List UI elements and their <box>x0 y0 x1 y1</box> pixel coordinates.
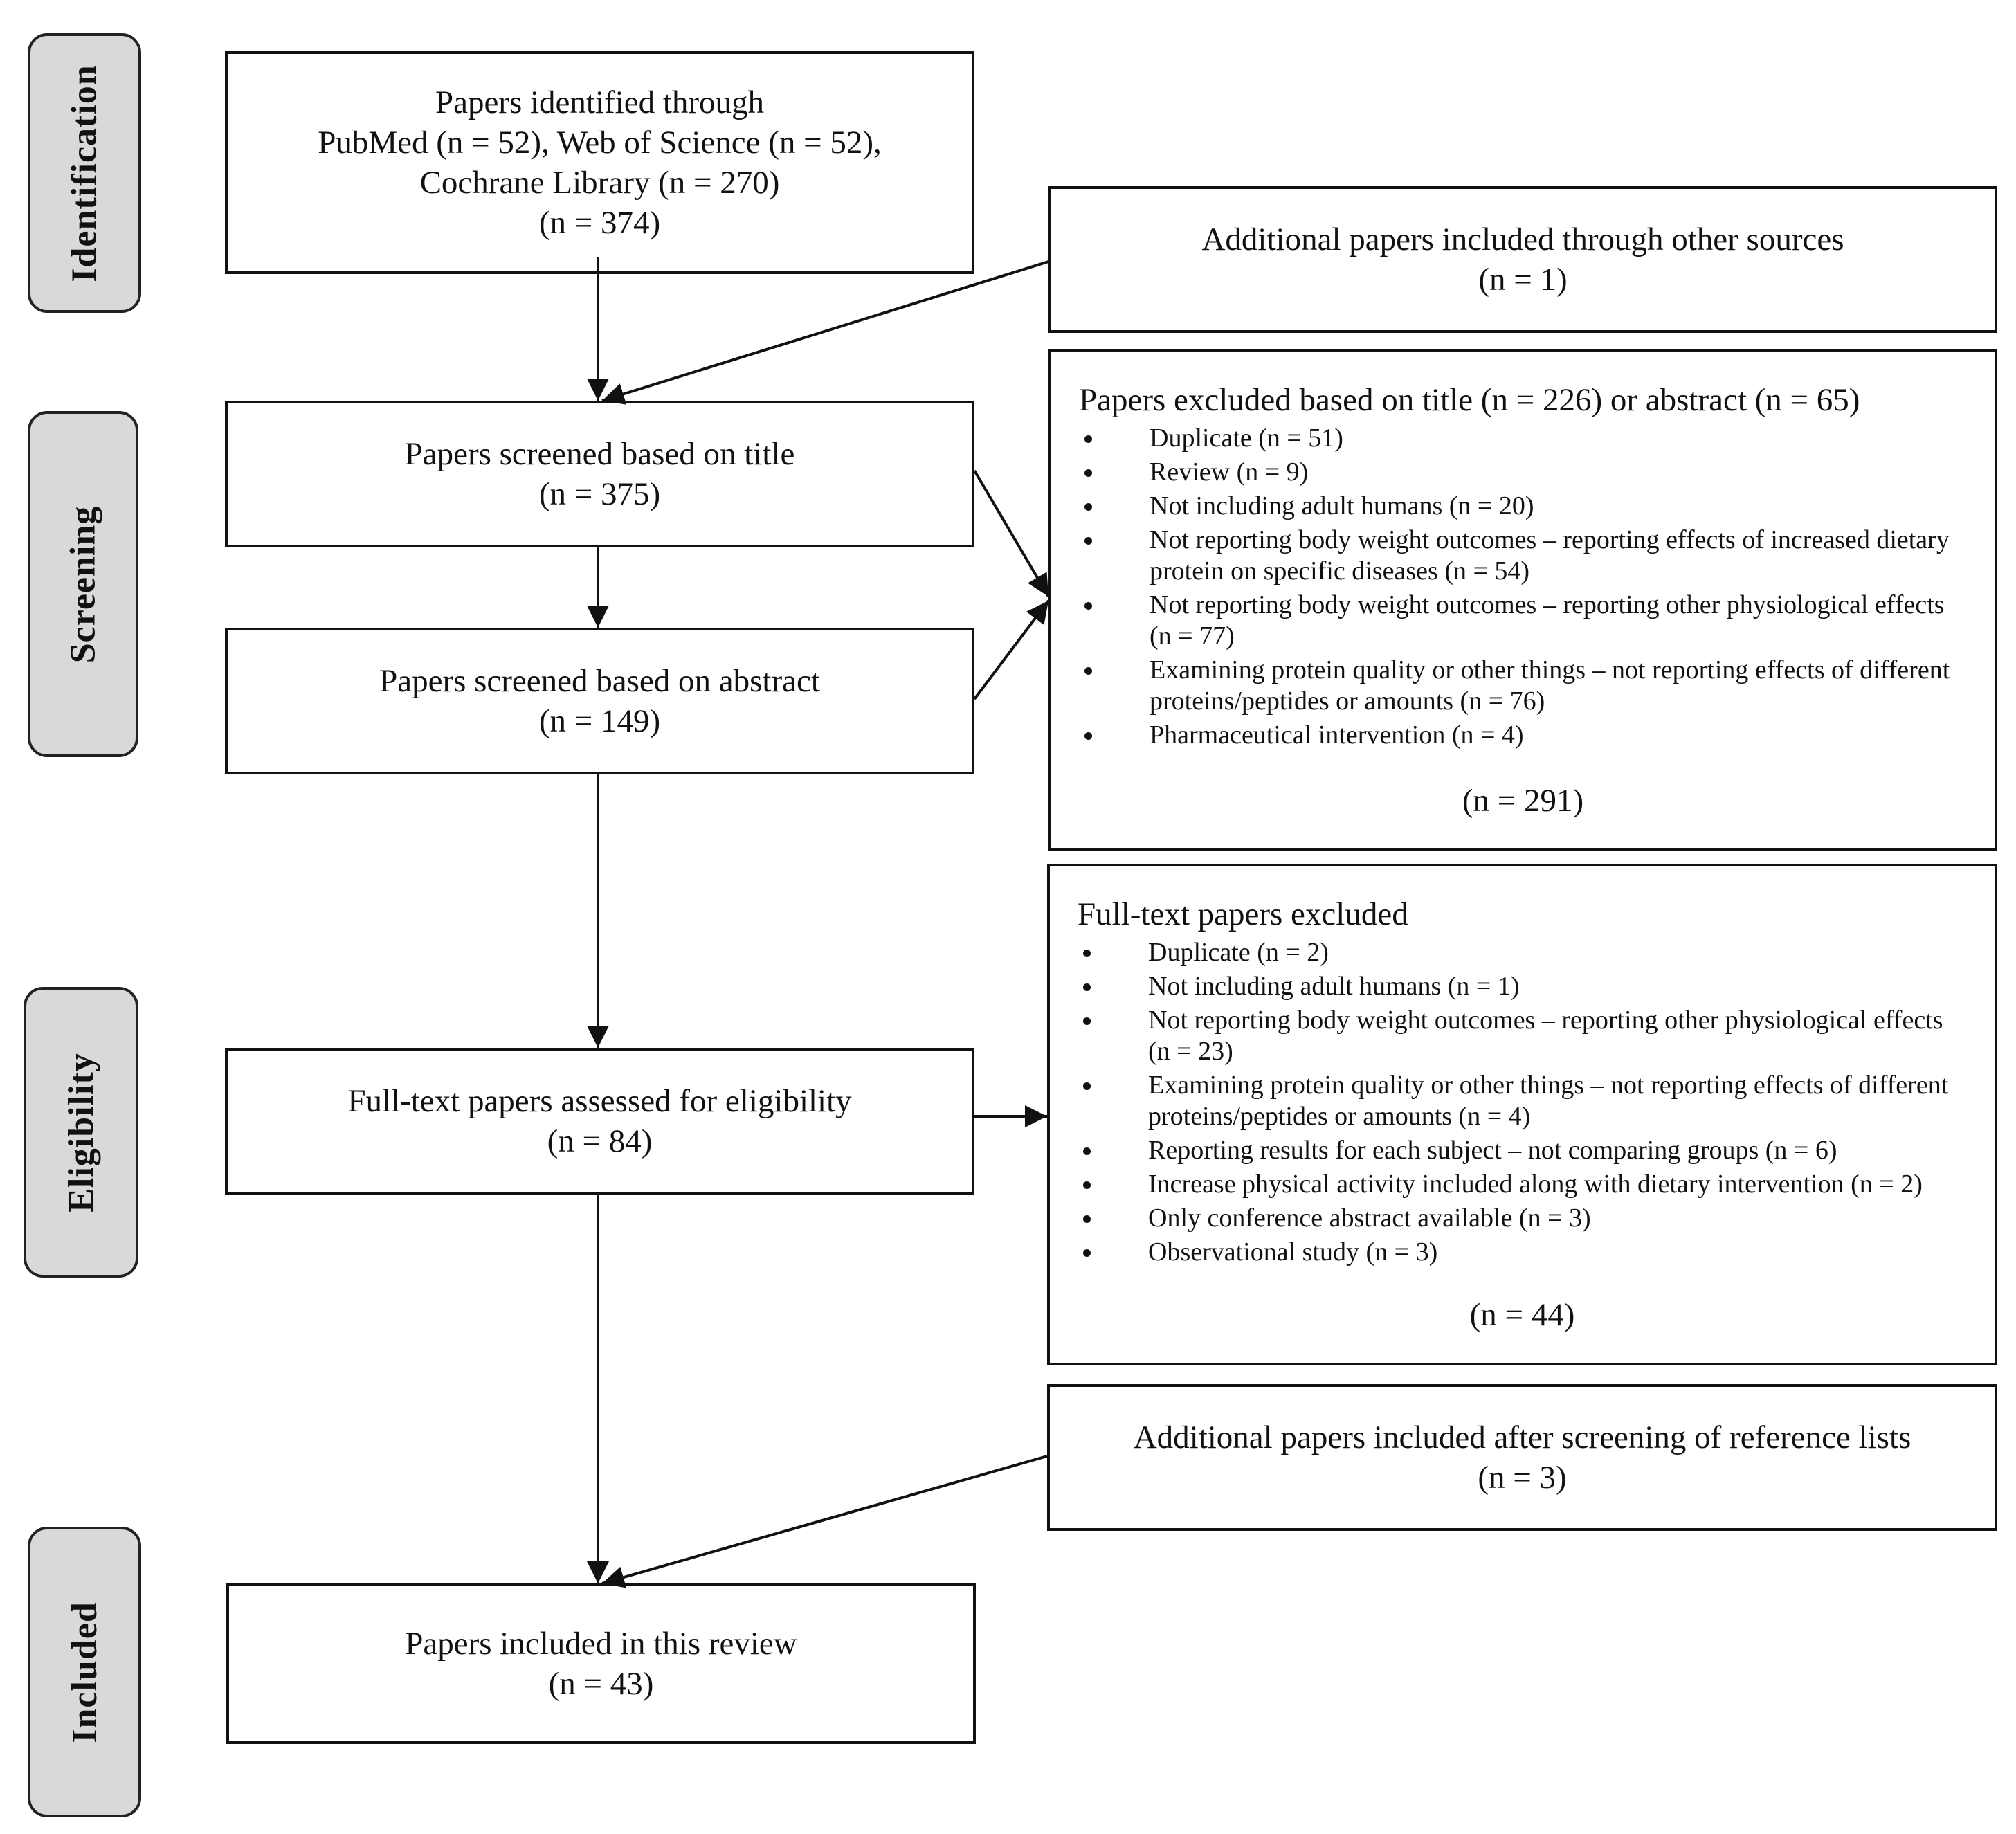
box-reference-lists: Additional papers included after screeni… <box>1047 1384 1997 1531</box>
identified-line-2: PubMed (n = 52), Web of Science (n = 52)… <box>318 125 882 161</box>
reference-lists-label: Additional papers included after screeni… <box>1133 1419 1911 1455</box>
phase-eligibility: Eligibility <box>24 987 138 1278</box>
arrow-title-to-excluded <box>973 469 1050 598</box>
list-item: Not reporting body weight outcomes – rep… <box>1078 1005 1967 1067</box>
box-identified: Papers identified through PubMed (n = 52… <box>225 51 974 274</box>
box-screened-abstract: Papers screened based on abstract (n = 1… <box>225 628 974 774</box>
excluded-full-text-heading: Full-text papers excluded <box>1078 896 1408 932</box>
full-text-assessed-label: Full-text papers assessed for eligibilit… <box>347 1083 852 1119</box>
list-item: Not reporting body weight outcomes – rep… <box>1079 525 1967 587</box>
list-item: Increase physical activity included alon… <box>1078 1169 1967 1200</box>
other-sources-label: Additional papers included through other… <box>1201 221 1844 257</box>
full-text-assessed-count: (n = 84) <box>547 1123 653 1159</box>
identified-line-1: Papers identified through <box>435 84 765 120</box>
list-item: Not including adult humans (n = 20) <box>1079 491 1967 522</box>
list-item: Examining protein quality or other thing… <box>1079 655 1967 717</box>
box-screened-title: Papers screened based on title (n = 375) <box>225 401 974 547</box>
excluded-title-abstract-heading: Papers excluded based on title (n = 226)… <box>1079 382 1860 418</box>
other-sources-count: (n = 1) <box>1478 262 1568 298</box>
box-excluded-full-text: Full-text papers excluded Duplicate (n =… <box>1047 864 1997 1365</box>
screened-abstract-label: Papers screened based on abstract <box>379 663 820 699</box>
included-count: (n = 43) <box>548 1666 654 1702</box>
list-item: Review (n = 9) <box>1079 457 1967 488</box>
arrow-reference-lists-to-included <box>601 1455 1048 1588</box>
list-item: Reporting results for each subject – not… <box>1078 1135 1967 1166</box>
box-included: Papers included in this review (n = 43) <box>226 1583 976 1744</box>
excluded-title-abstract-total: (n = 291) <box>1462 783 1584 819</box>
box-other-sources: Additional papers included through other… <box>1048 186 1997 333</box>
box-full-text-assessed: Full-text papers assessed for eligibilit… <box>225 1048 974 1195</box>
identified-line-3: Cochrane Library (n = 270) <box>419 165 780 201</box>
screened-abstract-count: (n = 149) <box>538 703 661 739</box>
list-item: Observational study (n = 3) <box>1078 1237 1967 1268</box>
list-item: Pharmaceutical intervention (n = 4) <box>1079 720 1967 751</box>
list-item: Not including adult humans (n = 1) <box>1078 971 1967 1002</box>
screened-title-count: (n = 375) <box>538 476 661 512</box>
list-item: Not reporting body weight outcomes – rep… <box>1079 590 1967 652</box>
excluded-full-text-list: Duplicate (n = 2) Not including adult hu… <box>1078 937 1967 1268</box>
box-excluded-title-abstract: Papers excluded based on title (n = 226)… <box>1048 349 1997 851</box>
phase-included: Included <box>28 1527 141 1817</box>
excluded-full-text-total: (n = 44) <box>1469 1297 1575 1333</box>
list-item: Duplicate (n = 51) <box>1079 423 1967 454</box>
arrow-abstract-to-excluded <box>973 599 1050 700</box>
phase-identification: Identification <box>28 33 141 313</box>
included-label: Papers included in this review <box>405 1626 797 1662</box>
identified-count: (n = 374) <box>538 205 661 241</box>
list-item: Duplicate (n = 2) <box>1078 937 1967 968</box>
phase-screening: Screening <box>28 411 138 757</box>
reference-lists-count: (n = 3) <box>1478 1460 1567 1496</box>
excluded-title-abstract-list: Duplicate (n = 51) Review (n = 9) Not in… <box>1079 423 1967 751</box>
list-item: Examining protein quality or other thing… <box>1078 1070 1967 1132</box>
arrow-other-sources-to-title <box>601 260 1049 405</box>
list-item: Only conference abstract available (n = … <box>1078 1203 1967 1234</box>
screened-title-label: Papers screened based on title <box>404 436 795 472</box>
